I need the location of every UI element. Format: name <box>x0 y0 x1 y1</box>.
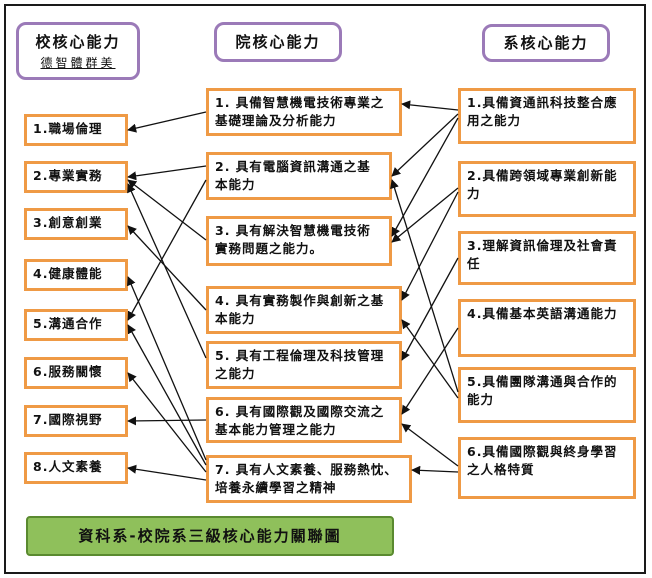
college-item: 6. 具有國際觀及國際交流之基本能力管理之能力 <box>206 397 402 443</box>
school-item: 2.專業實務 <box>24 161 128 193</box>
college-item: 2. 具有電腦資訊溝通之基本能力 <box>206 152 392 200</box>
college-item: 1. 具備智慧機電技術專業之基礎理論及分析能力 <box>206 88 402 136</box>
department-item: 4.具備基本英語溝通能力 <box>458 299 636 357</box>
department-header: 系核心能力 <box>482 24 610 62</box>
diagram-title: 資科系-校院系三級核心能力關聯圖 <box>26 516 394 556</box>
school-item: 6.服務關懷 <box>24 357 128 389</box>
college-item: 7. 具有人文素養、服務熱忱、培養永續學習之精神 <box>206 455 412 503</box>
department-item: 6.具備國際觀與終身學習之人格特質 <box>458 437 636 499</box>
college-item: 3. 具有解決智慧機電技術實務問題之能力。 <box>206 216 392 266</box>
school-item: 3.創意創業 <box>24 208 128 240</box>
department-item: 3.理解資訊倫理及社會責任 <box>458 231 636 285</box>
college-item: 4. 具有實務製作與創新之基本能力 <box>206 286 402 334</box>
school-item: 7.國際視野 <box>24 405 128 437</box>
school-item: 1.職場倫理 <box>24 114 128 146</box>
department-header-title: 系核心能力 <box>503 34 589 52</box>
department-item: 1.具備資通訊科技整合應用之能力 <box>458 88 636 144</box>
department-item: 5.具備團隊溝通與合作的能力 <box>458 367 636 423</box>
school-header-subtitle: 德智體群美 <box>40 56 116 70</box>
college-header-title: 院核心能力 <box>235 33 321 51</box>
college-header: 院核心能力 <box>214 22 342 62</box>
department-item: 2.具備跨領域專業創新能力 <box>458 161 636 217</box>
school-header: 校核心能力 德智體群美 <box>16 22 140 80</box>
school-item: 5.溝通合作 <box>24 309 128 341</box>
school-item: 4.健康體能 <box>24 259 128 291</box>
school-item: 8.人文素養 <box>24 452 128 484</box>
school-header-title: 校核心能力 <box>35 33 121 51</box>
college-item: 5. 具有工程倫理及科技管理之能力 <box>206 341 402 389</box>
